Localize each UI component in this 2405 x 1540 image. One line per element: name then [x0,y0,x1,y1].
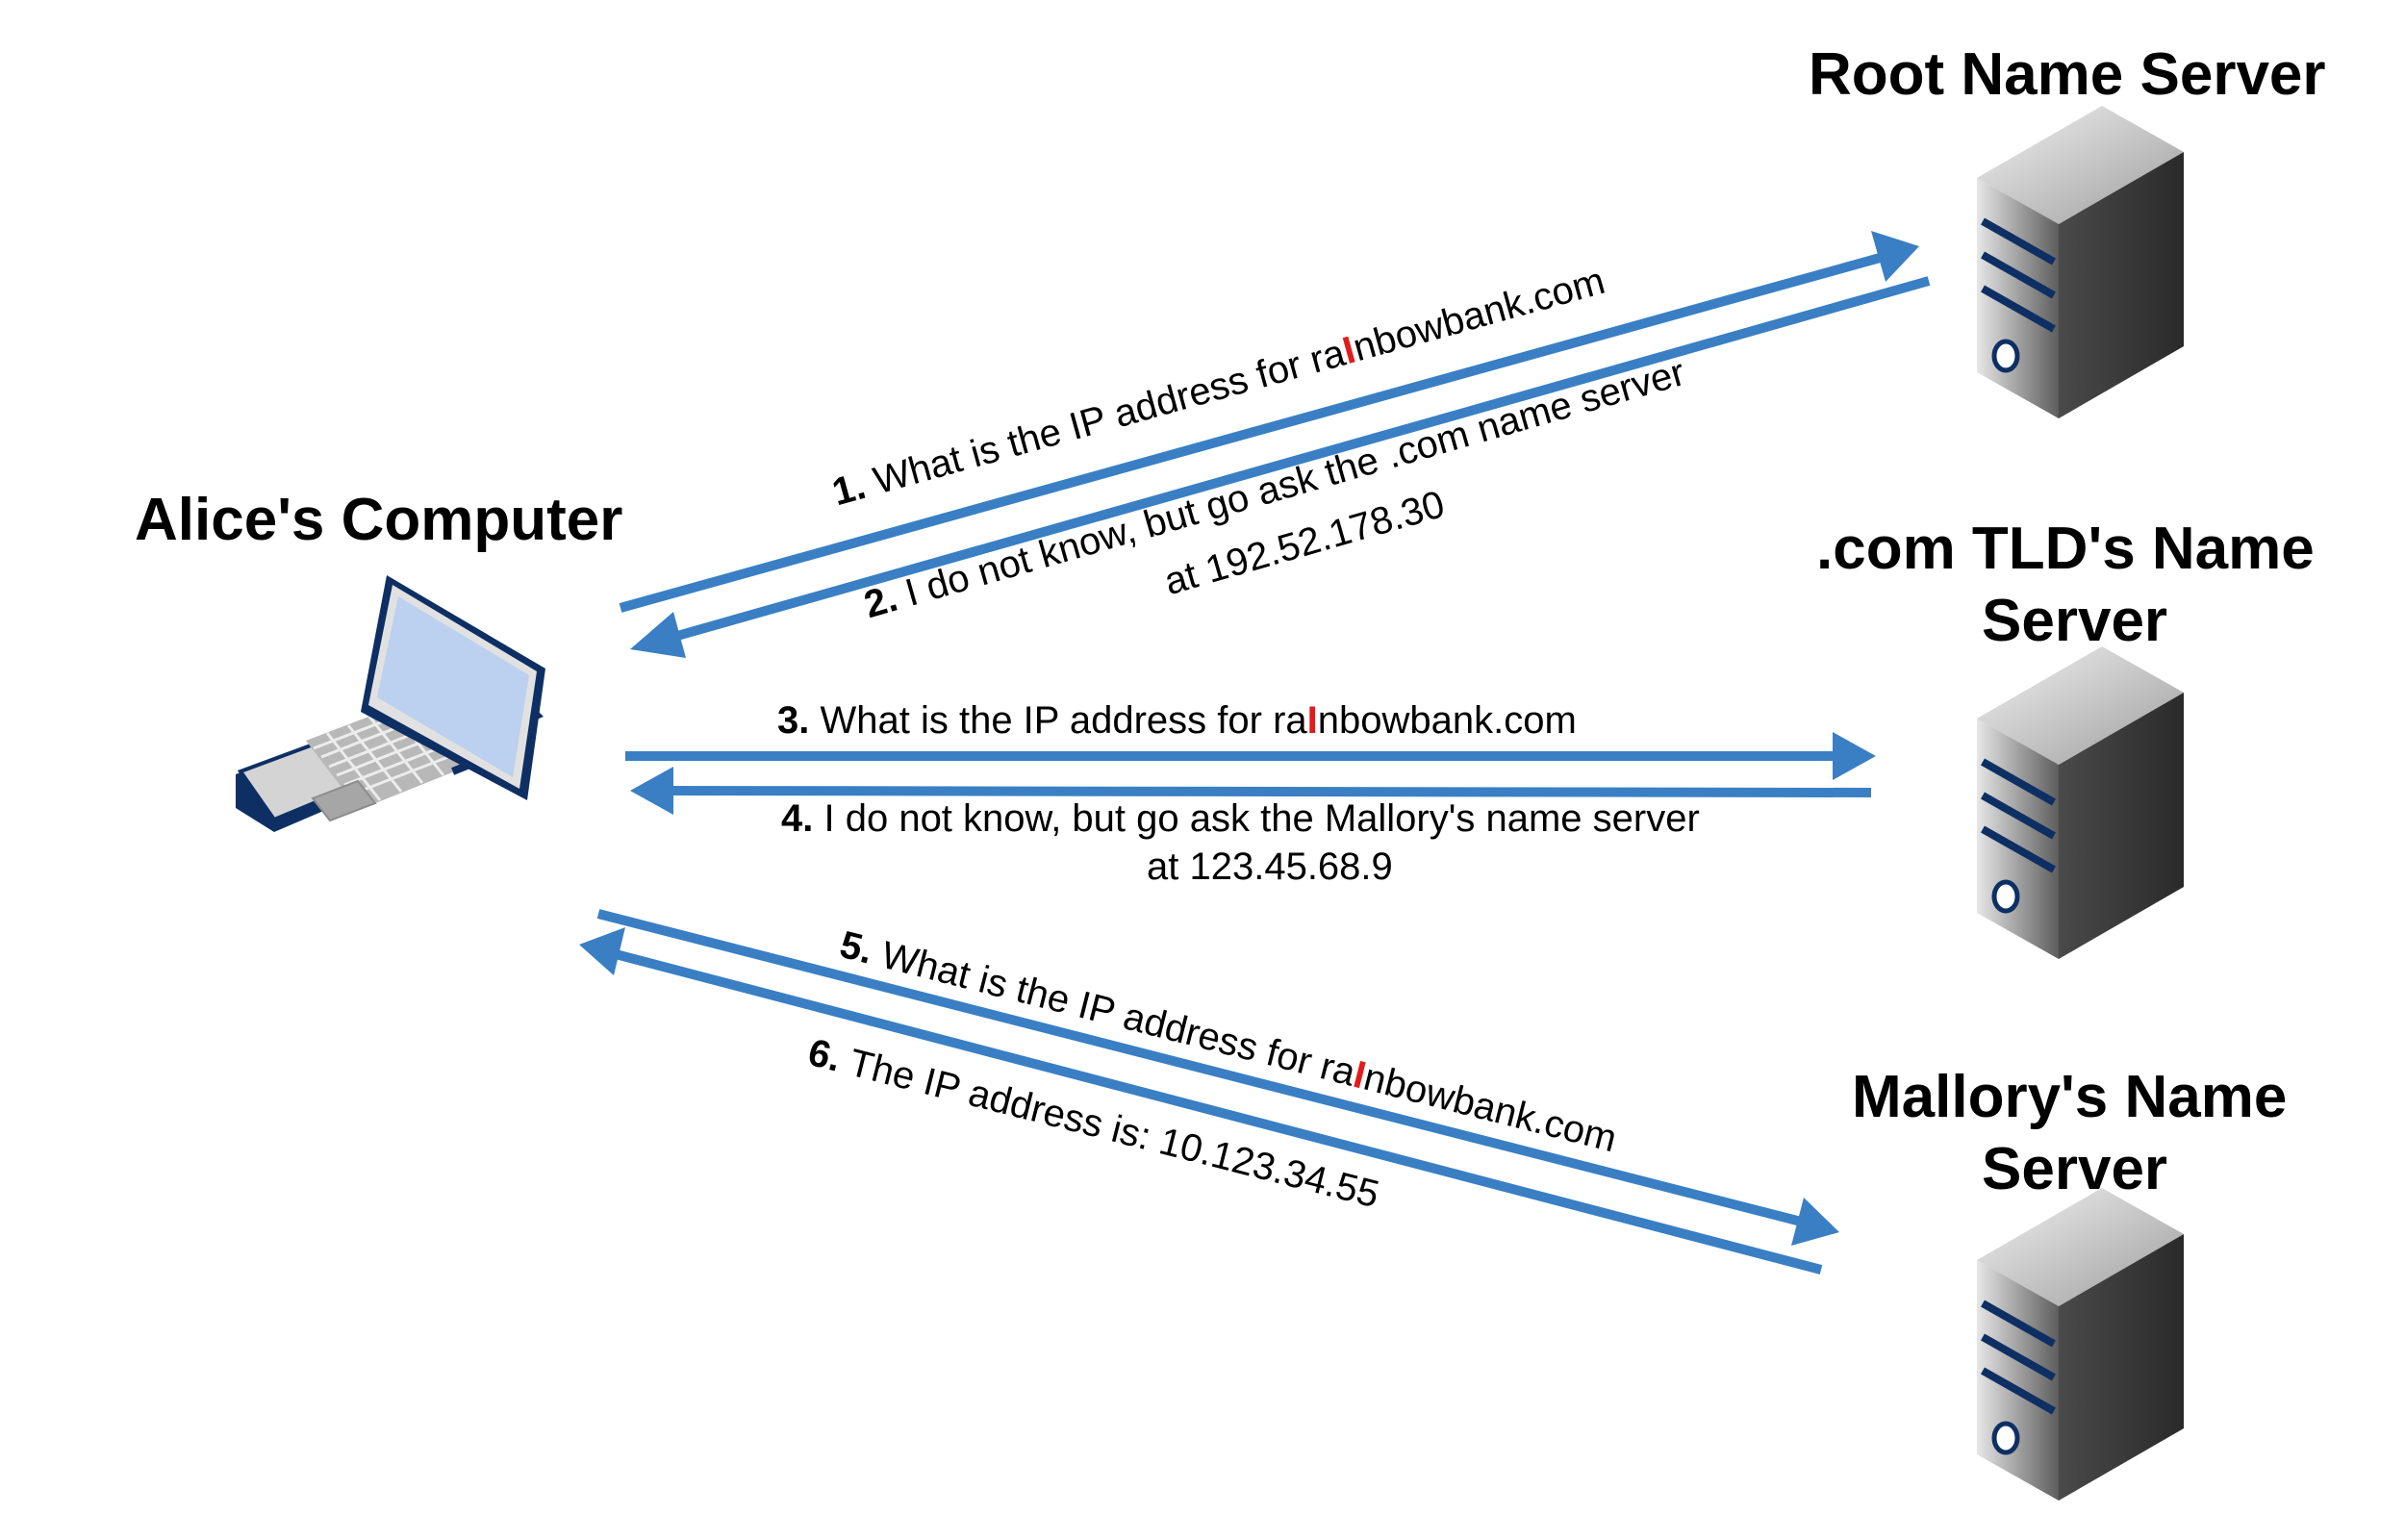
message-4-continuation: at 123.45.68.9 [1147,846,1393,888]
message-3-number: 3. [777,699,810,742]
arrow-4-reply-tld [630,767,1872,815]
message-3: 3. What is the IP address for raInbowban… [777,697,1577,744]
mallory-server-title-line1: Mallory's Name [1852,1064,2288,1130]
arrow-2-reply-root [630,276,1931,658]
message-4-number: 4. [781,797,814,840]
root-server-icon [1977,106,2184,418]
mallory-server-icon [1977,1188,2184,1501]
alice-computer-title: Alice's Computer [135,487,623,553]
message-3-highlight: I [1306,699,1318,742]
arrow-3-query-tld [625,732,1876,780]
tld-server-title-line2: Server [1982,588,2168,654]
arrow-5-query-mallory [596,909,1839,1246]
message-3-domain: nbowbank.com [1317,699,1577,742]
message-4: 4. I do not know, but go ask the Mallory… [781,795,1700,842]
laptop-icon [236,575,545,832]
root-server-title: Root Name Server [1809,41,2326,108]
message-3-text: What is the IP address for ra [820,699,1307,742]
message-4-text: I do not know, but go ask the Mallory's … [823,797,1700,840]
mallory-server-title-line2: Server [1982,1136,2168,1202]
arrow-6-reply-mallory [579,927,1823,1275]
arrow-1-query-root [619,231,1919,613]
tld-server-title-line1: .com TLD's Name [1816,516,2315,582]
tld-server-icon [1977,646,2184,959]
